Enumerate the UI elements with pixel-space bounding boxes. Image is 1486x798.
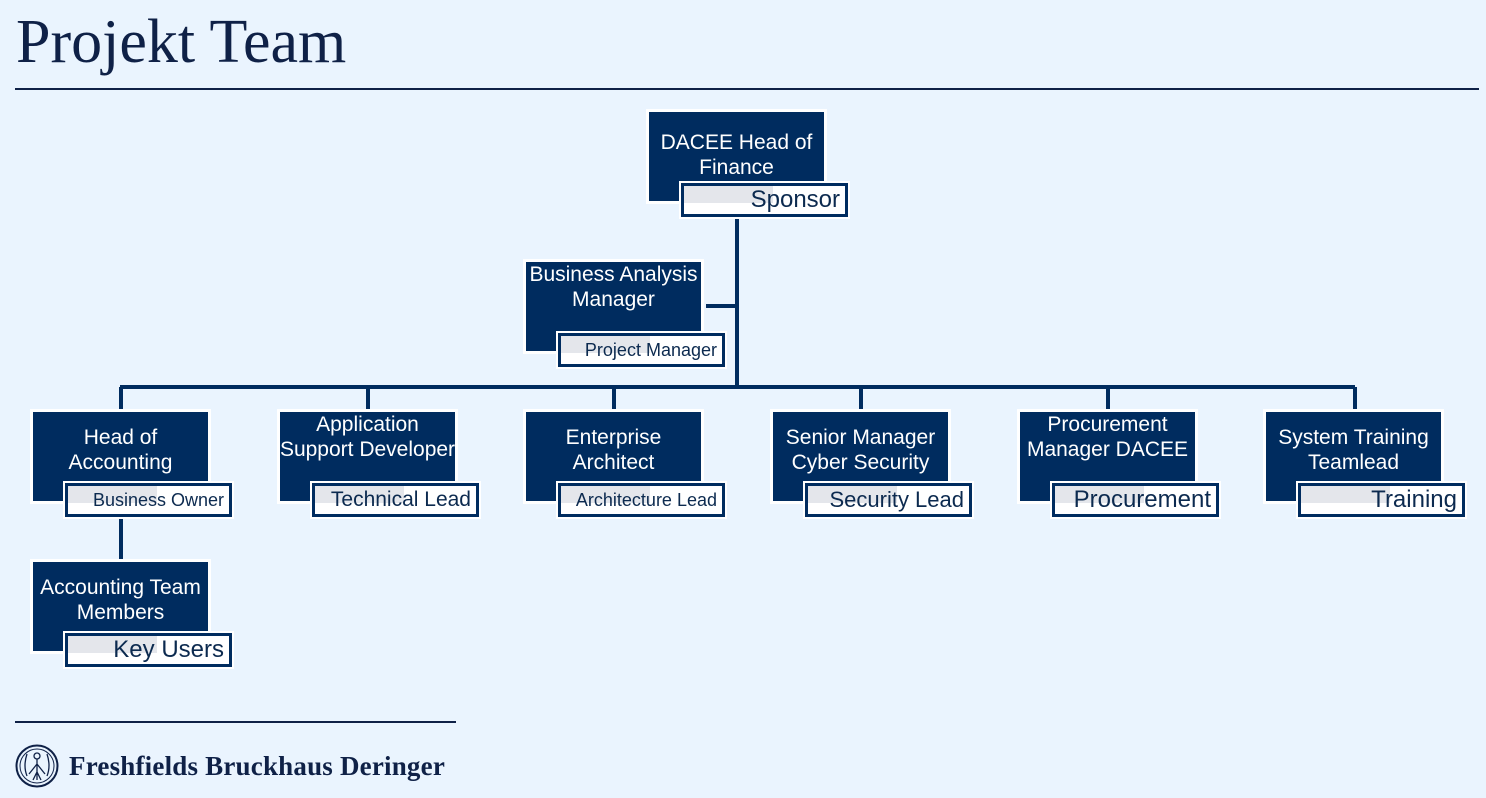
page-title: Projekt Team — [16, 8, 347, 76]
node-name: Procurement Manager DACEE — [1026, 413, 1189, 461]
node-name: Senior Manager Cyber Security — [785, 426, 936, 474]
node-name: Application Support Developer — [279, 413, 456, 461]
node-role-label: Security Lead — [803, 481, 974, 519]
node-name: Accounting Team Members — [40, 576, 201, 624]
footer-divider — [15, 721, 456, 723]
archangel-logo-icon — [15, 744, 59, 788]
node-name: Enterprise Architect — [565, 426, 662, 474]
node-name: Head of Accounting — [68, 426, 173, 474]
company-logo: Freshfields Bruckhaus Deringer — [15, 743, 445, 789]
node-name: System Training Teamlead — [1278, 426, 1429, 474]
node-role-label: Project Manager — [556, 331, 727, 369]
node-role-label: Procurement — [1050, 481, 1221, 519]
node-name: DACEE Head of Finance — [660, 130, 813, 179]
logo-wordmark: Freshfields Bruckhaus Deringer — [69, 750, 445, 781]
node-name: Business Analysis Manager — [529, 263, 698, 311]
node-role-label: Training — [1296, 481, 1467, 519]
node-role-label: Business Owner — [63, 481, 234, 519]
node-role-label: Key Users — [63, 631, 234, 669]
node-role-label: Architecture Lead — [556, 481, 727, 519]
node-role-label: Technical Lead — [310, 481, 481, 519]
title-divider — [15, 88, 1479, 90]
node-role-label: Sponsor — [679, 181, 850, 219]
